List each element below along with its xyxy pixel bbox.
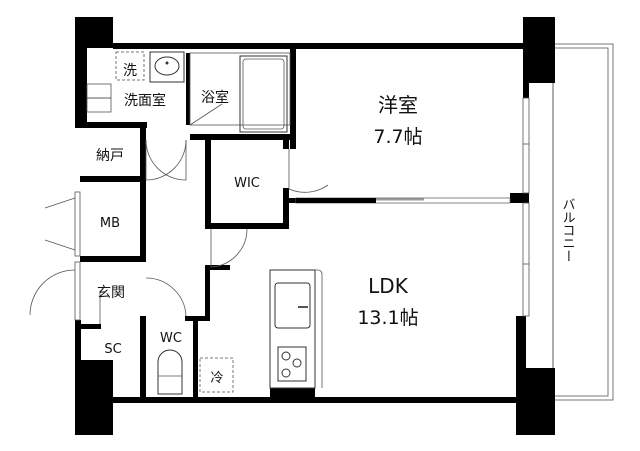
label-western-room-size: 7.7帖 [373,126,422,148]
label-ldk-size: 13.1帖 [357,307,418,329]
stove [277,346,307,382]
washbasin [149,51,185,83]
sliding-door [295,197,511,204]
toilet [157,349,183,395]
fixtures [86,51,323,395]
label-bathroom: 浴室 [201,89,229,106]
label-wic: WIC [234,176,260,191]
doors [29,139,329,324]
windows [522,97,530,317]
fridge-space [199,357,234,393]
label-wc: WC [160,331,182,346]
kitchen-counter [269,269,316,389]
label-ldk: LDK [368,274,409,298]
label-balcony: バルコニー [560,198,576,263]
walls [75,17,555,435]
bathtub [239,55,288,133]
label-entrance: 玄関 [97,284,125,301]
balcony [552,43,614,401]
label-western-room: 洋室 [378,93,418,117]
sink [274,282,311,329]
washer-space [115,51,145,81]
label-fridge: 冷 [210,371,223,386]
label-mb: MB [100,216,120,231]
label-sc: SC [104,342,121,357]
label-storage: 納戸 [96,148,124,164]
label-washroom: 洗面室 [124,92,166,109]
label-washer: 洗 [123,63,137,79]
